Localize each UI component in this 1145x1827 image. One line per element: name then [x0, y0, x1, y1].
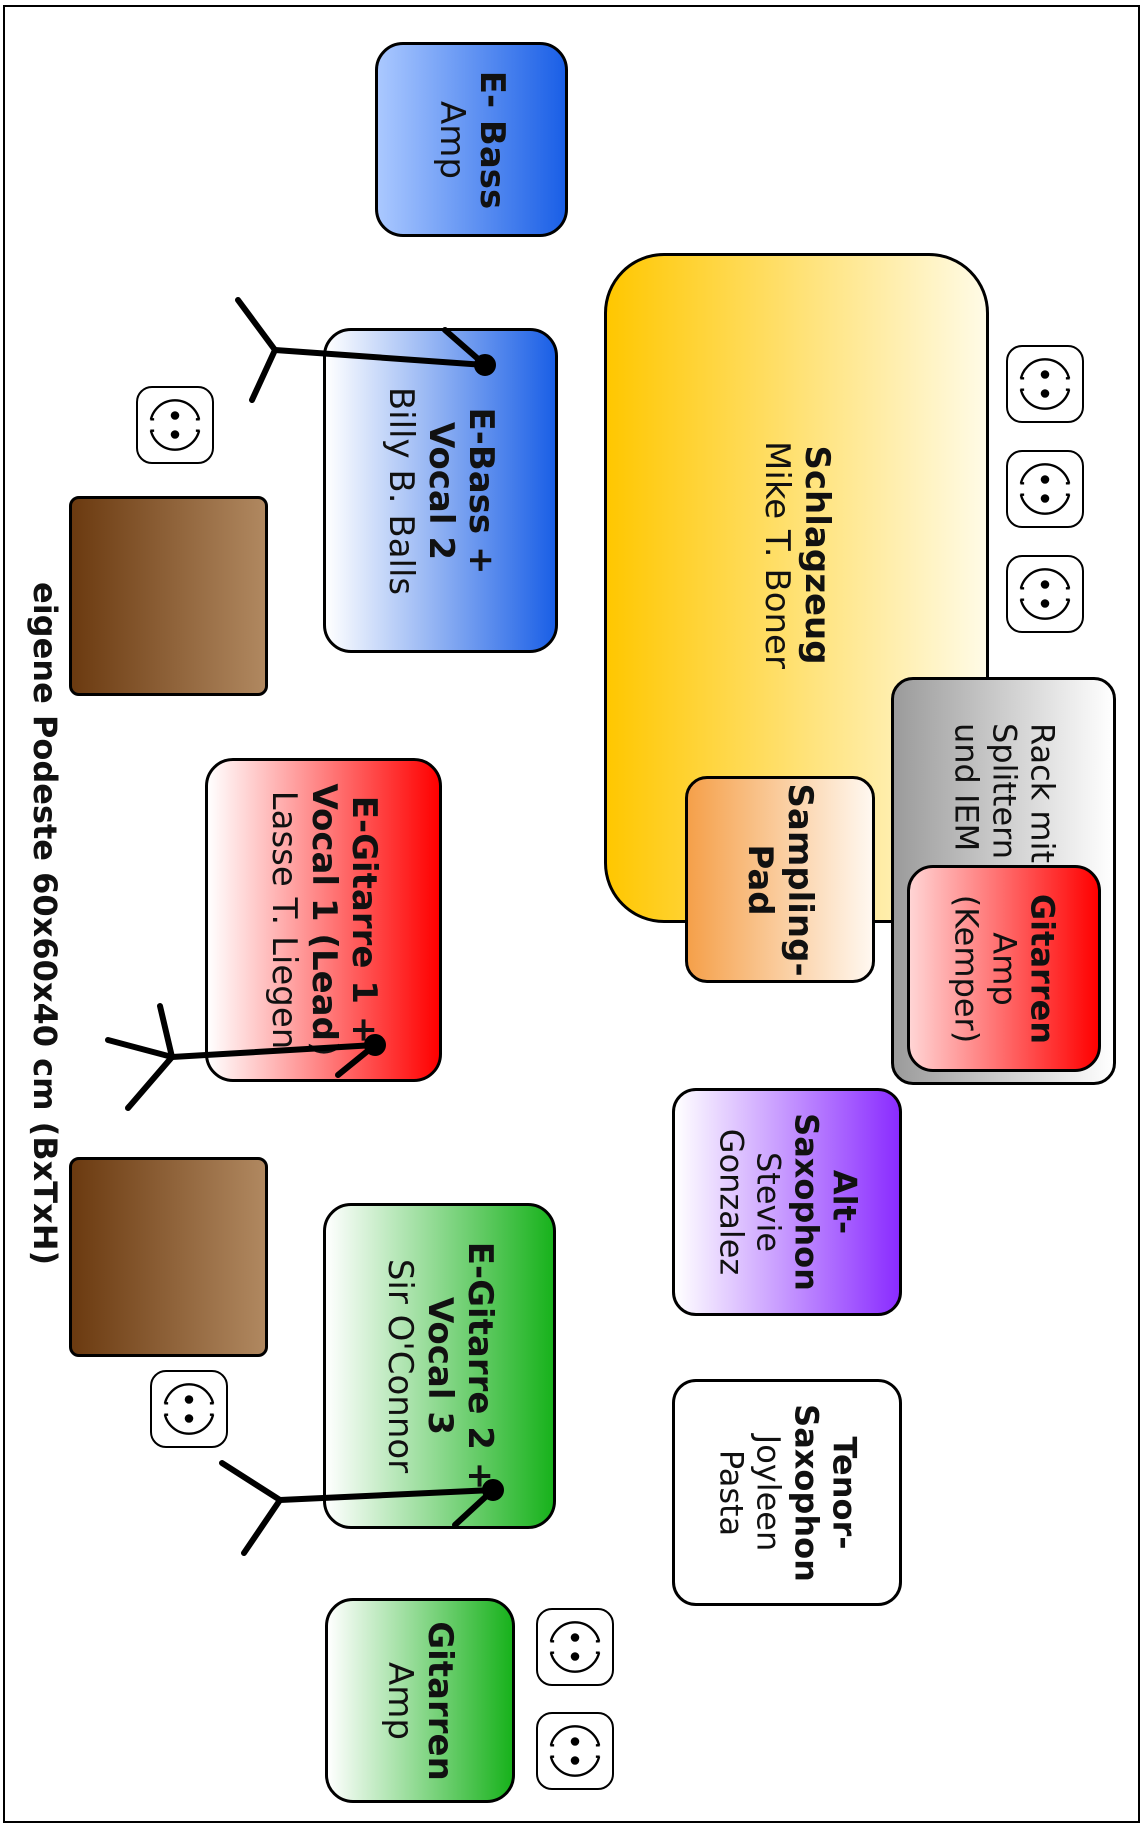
power-socket-icon	[1017, 463, 1073, 515]
sampling-pad-line1: Sampling-	[780, 782, 821, 977]
bass-player-title-1: E-Bass +	[460, 407, 501, 574]
podeste-label: eigene Podeste 60x60x40 cm (BxTxH)	[26, 582, 64, 1266]
kemper-sub2: (Kemper)	[948, 894, 987, 1043]
bass-amp-sub: Amp	[431, 100, 472, 179]
guitar-amp-sub: Amp	[380, 1661, 420, 1740]
drums-title: Schlagzeug	[796, 445, 837, 665]
bass-player-title-2: Vocal 2	[420, 421, 461, 560]
tenor-sax-title-2: Saxophon	[787, 1403, 826, 1582]
sampling-pad-line2: Pad	[740, 843, 780, 916]
rack-line2: Splittern	[985, 722, 1024, 859]
alt-sax-title-1: Alt-	[825, 1169, 864, 1235]
guitar1-title-1: E-Gitarre 1 +	[343, 795, 384, 1045]
rack-line1: Rack mit	[1023, 722, 1062, 863]
drums-name: Mike T. Boner	[756, 440, 797, 669]
guitar1-title-2: Vocal 1 (Lead)	[303, 783, 344, 1057]
guitar2-title-1: E-Gitarre 2 +	[459, 1241, 500, 1491]
socket-drums-2	[1006, 450, 1084, 528]
bass-amp-title: E- Bass	[471, 70, 512, 209]
guitar1-box: E-Gitarre 1 + Vocal 1 (Lead) Lasse T. Li…	[205, 758, 442, 1082]
socket-guitar2	[150, 1370, 228, 1448]
podest-1	[69, 496, 268, 696]
power-socket-icon	[1017, 358, 1073, 410]
power-socket-icon	[1017, 568, 1073, 620]
kemper-sub1: Amp	[985, 931, 1024, 1006]
guitar2-box: E-Gitarre 2 + Vocal 3 Sir O'Connor	[323, 1203, 556, 1529]
bass-player-box: E-Bass + Vocal 2 Billy B. Balls	[323, 328, 558, 653]
kemper-amp-box: Gitarren Amp (Kemper)	[907, 865, 1101, 1072]
power-socket-icon	[547, 1621, 603, 1673]
stage-frame	[3, 5, 1140, 1823]
tenor-sax-box: Tenor- Saxophon Joyleen Pasta	[672, 1379, 902, 1606]
guitar-amp-title: Gitarren	[420, 1620, 461, 1781]
power-socket-icon	[147, 399, 203, 451]
guitar2-name: Sir O'Connor	[379, 1258, 420, 1474]
alt-sax-box: Alt- Saxophon Stevie Gonzalez	[672, 1088, 902, 1316]
alt-sax-title-2: Saxophon	[787, 1113, 826, 1291]
guitar-amp-box: Gitarren Amp	[325, 1598, 515, 1803]
socket-guitar-amp-1	[536, 1608, 614, 1686]
kemper-title: Gitarren	[1023, 893, 1062, 1044]
power-socket-icon	[161, 1383, 217, 1435]
podest-2	[69, 1157, 268, 1357]
tenor-sax-name-2: Pasta	[712, 1449, 751, 1536]
socket-bass	[136, 386, 214, 464]
tenor-sax-name-1: Joyleen	[750, 1434, 788, 1551]
alt-sax-name-2: Gonzalez	[712, 1128, 751, 1276]
sampling-pad-box: Sampling- Pad	[685, 776, 875, 983]
alt-sax-name-1: Stevie	[750, 1151, 788, 1253]
guitar2-title-2: Vocal 3	[419, 1296, 460, 1436]
guitar1-name: Lasse T. Liegen	[263, 790, 304, 1050]
bass-amp-box: E- Bass Amp	[375, 42, 568, 237]
socket-drums-3	[1006, 555, 1084, 633]
socket-guitar-amp-2	[536, 1712, 614, 1790]
rack-line3: und IEM	[947, 722, 986, 851]
socket-drums-1	[1006, 345, 1084, 423]
tenor-sax-title-1: Tenor-	[825, 1435, 864, 1550]
power-socket-icon	[547, 1725, 603, 1777]
bass-player-name: Billy B. Balls	[380, 386, 421, 595]
